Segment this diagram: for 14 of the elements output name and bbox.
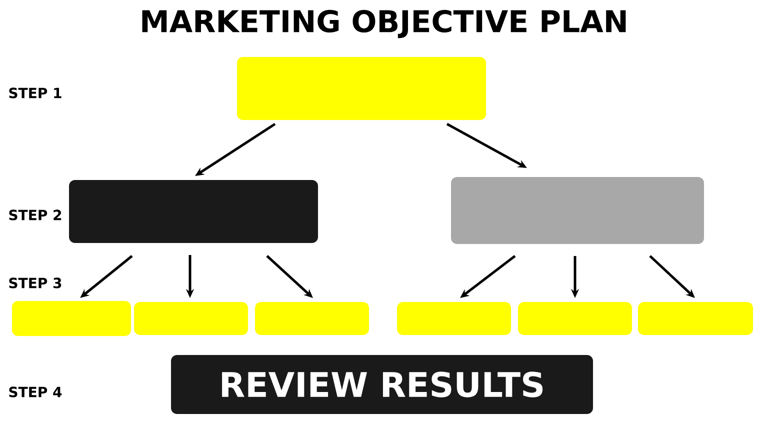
- process-box: [638, 302, 753, 335]
- process-box: [255, 302, 369, 335]
- step-label: STEP 4: [9, 386, 62, 398]
- process-box: [69, 180, 318, 243]
- step-label: STEP 1: [9, 88, 62, 98]
- review-results-box: REVIEW RESULTS: [171, 354, 593, 414]
- process-box: [134, 302, 248, 335]
- title: MARKETING OBJECTIVE PLAN: [142, 10, 626, 38]
- step-label: STEP 3: [9, 278, 62, 288]
- process-box: [397, 302, 511, 335]
- process-box: [237, 57, 486, 120]
- process-box: [451, 177, 704, 244]
- process-box: [518, 302, 632, 335]
- process-box: [12, 300, 131, 336]
